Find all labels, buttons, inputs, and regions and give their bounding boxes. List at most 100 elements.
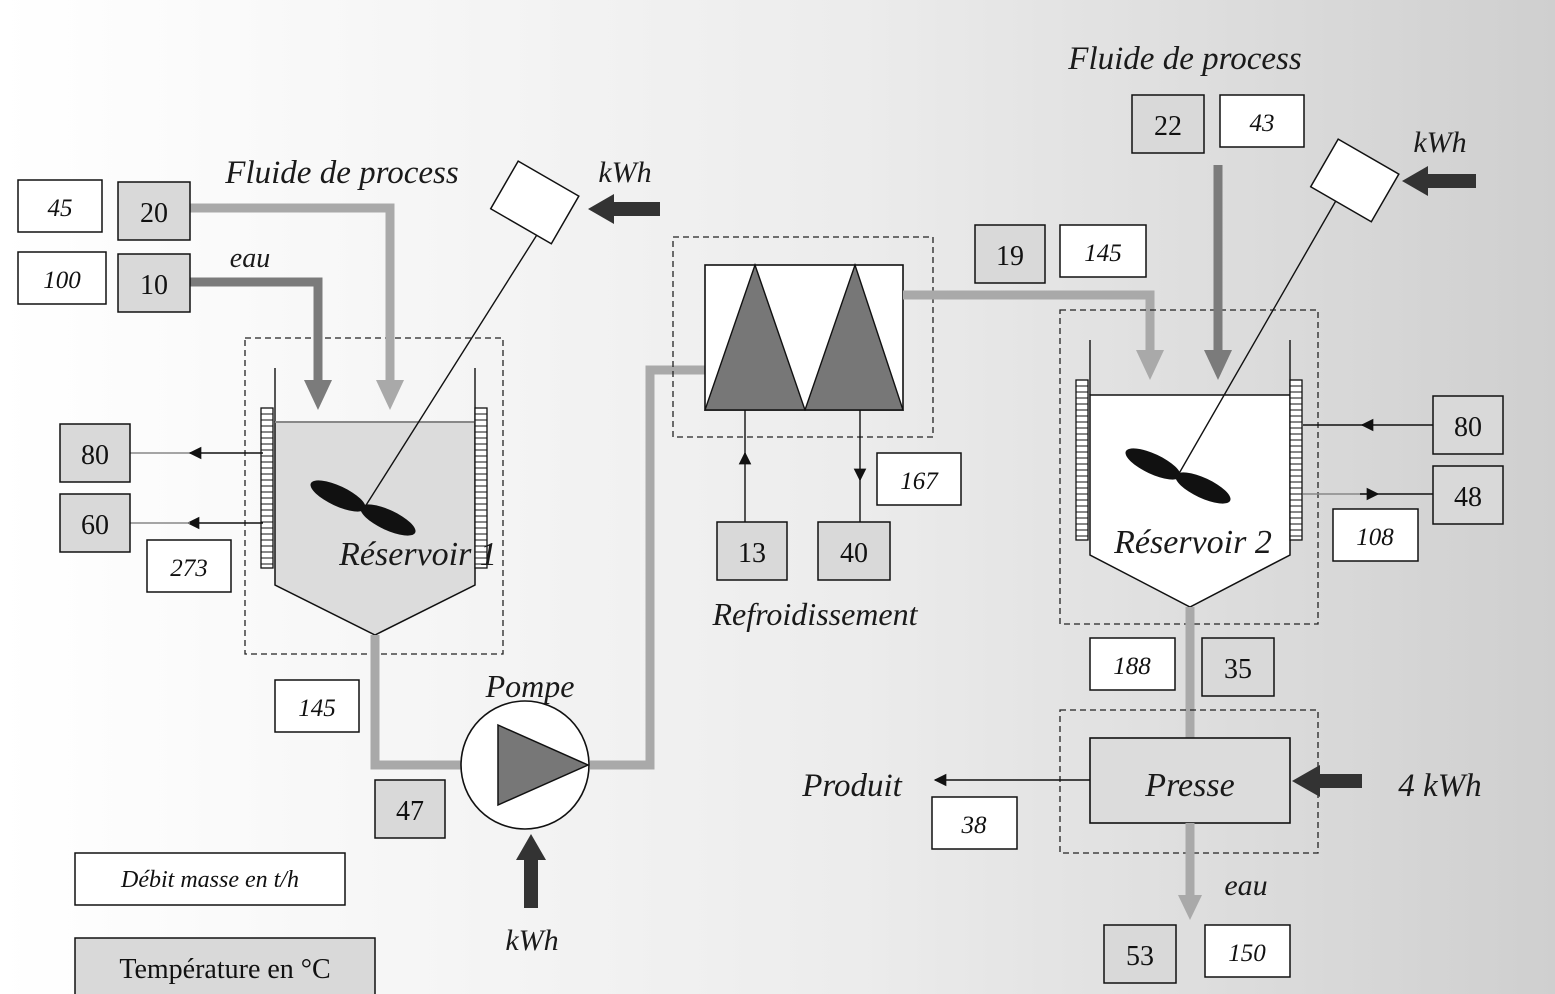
temperature-box: 47 [374,779,446,839]
temperature-box: 80 [1432,395,1504,455]
temp-cool-out: 40 [840,538,868,569]
fluide-process-pipe-r1 [190,203,395,385]
flow-box: 108 [1332,508,1419,562]
temperature-box: 22 [1131,94,1205,154]
temp-cooler-out: 19 [996,241,1024,272]
temp-cool-in: 13 [738,538,766,569]
cooler-plate [704,262,806,411]
flow-box: 150 [1204,924,1291,978]
legend-flow: Débit masse en t/h [74,852,346,906]
reservoir-2-jacket-right [1289,379,1303,541]
presse-label: Presse [1144,767,1234,804]
temperature-box: 53 [1103,924,1177,984]
flow-box: 145 [274,679,360,733]
fluide-process-label-right: Fluide de process [1067,41,1301,77]
temperature-box: 40 [817,521,891,581]
flow-box: 38 [931,796,1018,850]
flow-cooler-out: 145 [1084,240,1122,267]
temp-pump-out: 47 [396,796,424,827]
flow-eau-in-r1: 100 [43,267,81,294]
eau-arrowhead-r1 [304,380,332,410]
temp-fluide-in-r2: 22 [1154,111,1182,142]
temp-jacket-out-r2: 48 [1454,482,1482,513]
energy-arrow-pump-head [516,834,546,860]
temperature-box: 10 [117,253,191,313]
cooler-plate [804,262,904,411]
temp-jacket-in-r2: 80 [1454,412,1482,443]
cooler-outlet-pipe [903,290,1155,355]
eau-out-arrowhead [1178,895,1202,920]
reservoir-1-propeller-blade [360,504,416,536]
kwh-label-presse: 4 kWh [1398,768,1481,804]
reservoir-2-propeller-blade [1125,448,1181,480]
cooler-outlet-arrowhead [1136,350,1164,380]
temp-eau-out: 53 [1126,941,1154,972]
legend-debit-label: Débit masse en t/h [120,867,299,893]
reservoir-2-motor [1309,138,1400,223]
flow-cooling-water: 167 [900,468,939,495]
reservoir-1-jacket-left [260,407,274,569]
temperature-box: 20 [117,181,191,241]
flow-r1-out: 145 [298,695,336,722]
energy-arrow-r2-head [1402,166,1428,196]
pump-impeller [497,723,590,807]
temp-jacket-out-r1: 60 [81,510,109,541]
fluide-process-arrowhead-r2 [1204,350,1232,380]
flow-produit: 38 [961,812,988,839]
temperature-box: 80 [59,423,131,483]
reservoir-1-label: Réservoir 1 [338,536,497,573]
fluide-process-label-left: Fluide de process [224,155,458,191]
eau-pipe-r1 [190,277,323,385]
produit-label: Produit [801,768,902,804]
cooler-boundary [672,236,934,438]
flow-jacket-r1: 273 [170,555,208,582]
reservoir-2-propeller-blade [1175,472,1231,504]
temperature-box: 35 [1201,637,1275,697]
fluide-process-arrowhead-r1 [376,380,404,410]
temp-jacket-in-r1: 80 [81,440,109,471]
legend-temperature-label: Température en °C [119,954,330,985]
energy-arrow-r1-shaft [612,202,660,216]
reservoir-2-agitator-shaft [1176,184,1346,478]
reservoir-2-vessel [1089,394,1291,608]
temp-r2-out: 35 [1224,654,1252,685]
reservoir-1-propeller-blade [310,480,366,512]
energy-arrow-presse-shaft [1318,774,1362,788]
reservoir-1-agitator-shaft [362,229,541,511]
energy-arrow-r1-head [588,194,614,224]
energy-arrow-pump-shaft [524,858,538,908]
reservoir-2-jacket-left [1075,379,1089,541]
energy-arrow-r2-shaft [1426,174,1476,188]
reservoir-2-label: Réservoir 2 [1113,524,1272,561]
kwh-label-r1: kWh [598,156,651,189]
pump-label: Pompe [485,668,575,704]
temp-eau-in-r1: 10 [140,270,168,301]
flow-r2-out: 188 [1113,653,1151,680]
eau-out-label: eau [1224,869,1267,902]
flow-box: 167 [876,452,962,506]
flow-box: 43 [1219,94,1305,148]
temperature-box: 19 [974,224,1046,284]
reservoir-1-motor [489,160,580,245]
flow-box: 45 [17,179,103,233]
eau-in-label: eau [230,243,270,274]
flow-fluide-in-r2: 43 [1250,110,1275,137]
temperature-box: 60 [59,493,131,553]
flow-jacket-r2: 108 [1356,524,1394,551]
legend-temperature: Température en °C [74,937,376,994]
flow-box: 188 [1089,637,1176,691]
presse-body [1089,737,1291,824]
flow-fluide-in-r1: 45 [48,195,73,222]
flow-box: 273 [146,539,232,593]
kwh-label-pump: kWh [505,924,558,957]
flow-box: 145 [1059,224,1147,278]
r1-outlet-pipe [370,635,468,770]
flow-eau-out: 150 [1228,940,1266,967]
kwh-label-r2: kWh [1413,126,1466,159]
reservoir-1-jacket-right [474,407,488,569]
temp-fluide-in-r1: 20 [140,198,168,229]
temperature-box: 48 [1432,465,1504,525]
energy-arrow-presse-head [1292,765,1320,797]
